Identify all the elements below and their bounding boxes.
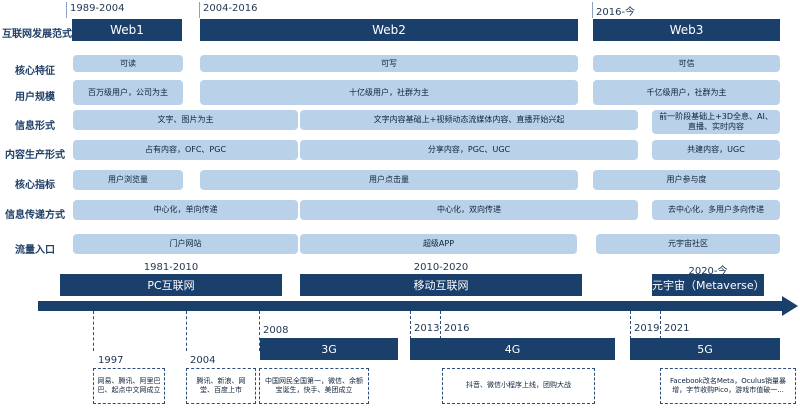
milestone-year-1997: 1997 [98,355,124,366]
cell-web3-core-feature: 可信 [593,55,780,72]
cell-web3-info-form: 前一阶段基础上+3D全息、AI、直播、实时内容 [652,110,780,134]
era-divider [199,2,200,18]
tech-bar-3g: 3G [260,338,398,360]
row-label-info-form: 信息形式 [15,121,55,132]
era-bar-web2: Web2 [200,19,578,41]
tech-bar-5g: 5G [630,338,780,360]
milestone-note-4g: 抖音、微信小程序上线，团购大战 [442,368,595,404]
stage-years-mobile: 2010-2020 [413,262,469,273]
stage-bar-pc: PC互联网 [60,274,282,296]
cell-web1-traffic-entry: 门户网站 [73,234,298,254]
cell-web1-info-form: 文字、图片为主 [73,110,298,130]
era-years-web2: 2004-2016 [203,3,258,14]
era-years-web3: 2016-今 [596,7,636,18]
row-label-info-transfer: 信息传递方式 [5,210,65,221]
row-label-content-production: 内容生产形式 [5,150,65,161]
cell-web1-core-metric: 用户浏览量 [73,170,183,190]
tech-year-5g-start: 2019 [634,323,660,334]
tech-year-4g-main: 2016 [444,323,470,334]
timeline-arrow [38,296,798,316]
row-label-core-metric: 核心指标 [15,180,55,191]
milestone-note-3g: 中国网民全国第一，微信、余额宝诞生，快手、美团成立 [259,368,369,404]
connector-dashed [440,311,441,359]
milestone-note-5g: Facebook改名Meta，Oculus销量暴增，字节收购Pico，游戏市值破… [660,368,796,404]
connector-dashed [186,311,187,351]
cell-web2-info-form: 文字内容基础上+视频动态流媒体内容、直播开始兴起 [300,110,638,130]
cell-web1-info-transfer: 中心化，单向传递 [73,200,298,220]
cell-web1-content-production: 占有内容，OFC、PGC [73,140,298,160]
row-label-user-scale: 用户规模 [15,92,55,103]
cell-web1-user-scale: 百万级用户，公司为主 [73,80,183,105]
era-years-web1: 1989-2004 [70,3,125,14]
connector-dashed [410,311,411,359]
era-divider [592,2,593,18]
row-label-core-feature: 核心特征 [15,66,55,77]
era-bar-web3: Web3 [593,19,780,41]
row-label-traffic-entry: 流量入口 [15,245,55,256]
stage-years-metaverse: 2020-今 [688,266,728,277]
stage-years-pc: 1981-2010 [143,262,199,273]
stage-bar-metaverse: 元宇宙（Metaverse） [652,274,765,296]
cell-web2-content-production: 分享内容，PGC、UGC [300,140,638,160]
cell-web2-core-metric: 用户点击量 [200,170,578,190]
connector-dashed [660,311,661,359]
cell-web2-user-scale: 十亿级用户，社群为主 [200,80,578,105]
cell-web2-traffic-entry: 超级APP [300,234,577,254]
milestone-year-2004: 2004 [190,355,216,366]
connector-dashed [259,311,260,351]
stage-bar-mobile: 移动互联网 [300,274,582,296]
cell-web3-user-scale: 千亿级用户，社群为主 [593,80,780,105]
tech-year-5g-main: 2021 [664,323,690,334]
era-divider [66,2,67,18]
cell-web3-traffic-entry: 元宇宙社区 [596,234,780,254]
cell-web1-core-feature: 可读 [73,55,183,72]
cell-web2-info-transfer: 中心化，双向传递 [300,200,638,220]
tech-year-3g: 2008 [263,325,289,336]
cell-web3-core-metric: 用户参与度 [593,170,780,190]
cell-web2-core-feature: 可写 [200,55,578,72]
category-title: 互联网发展范式 [2,29,72,40]
connector-dashed [630,311,631,359]
cell-web3-content-production: 共建内容，UGC [652,140,780,160]
tech-year-4g-start: 2013 [414,323,440,334]
era-bar-web1: Web1 [72,19,182,41]
milestone-note-2004: 腾讯、新浪、网堂、百度上市 [186,368,256,404]
milestone-note-1997: 网易、腾讯、阿里巴巴、起点中文网成立 [93,368,165,404]
cell-web3-info-transfer: 去中心化，多用户多向传递 [652,200,780,220]
tech-bar-4g: 4G [410,338,615,360]
connector-dashed [93,311,94,351]
